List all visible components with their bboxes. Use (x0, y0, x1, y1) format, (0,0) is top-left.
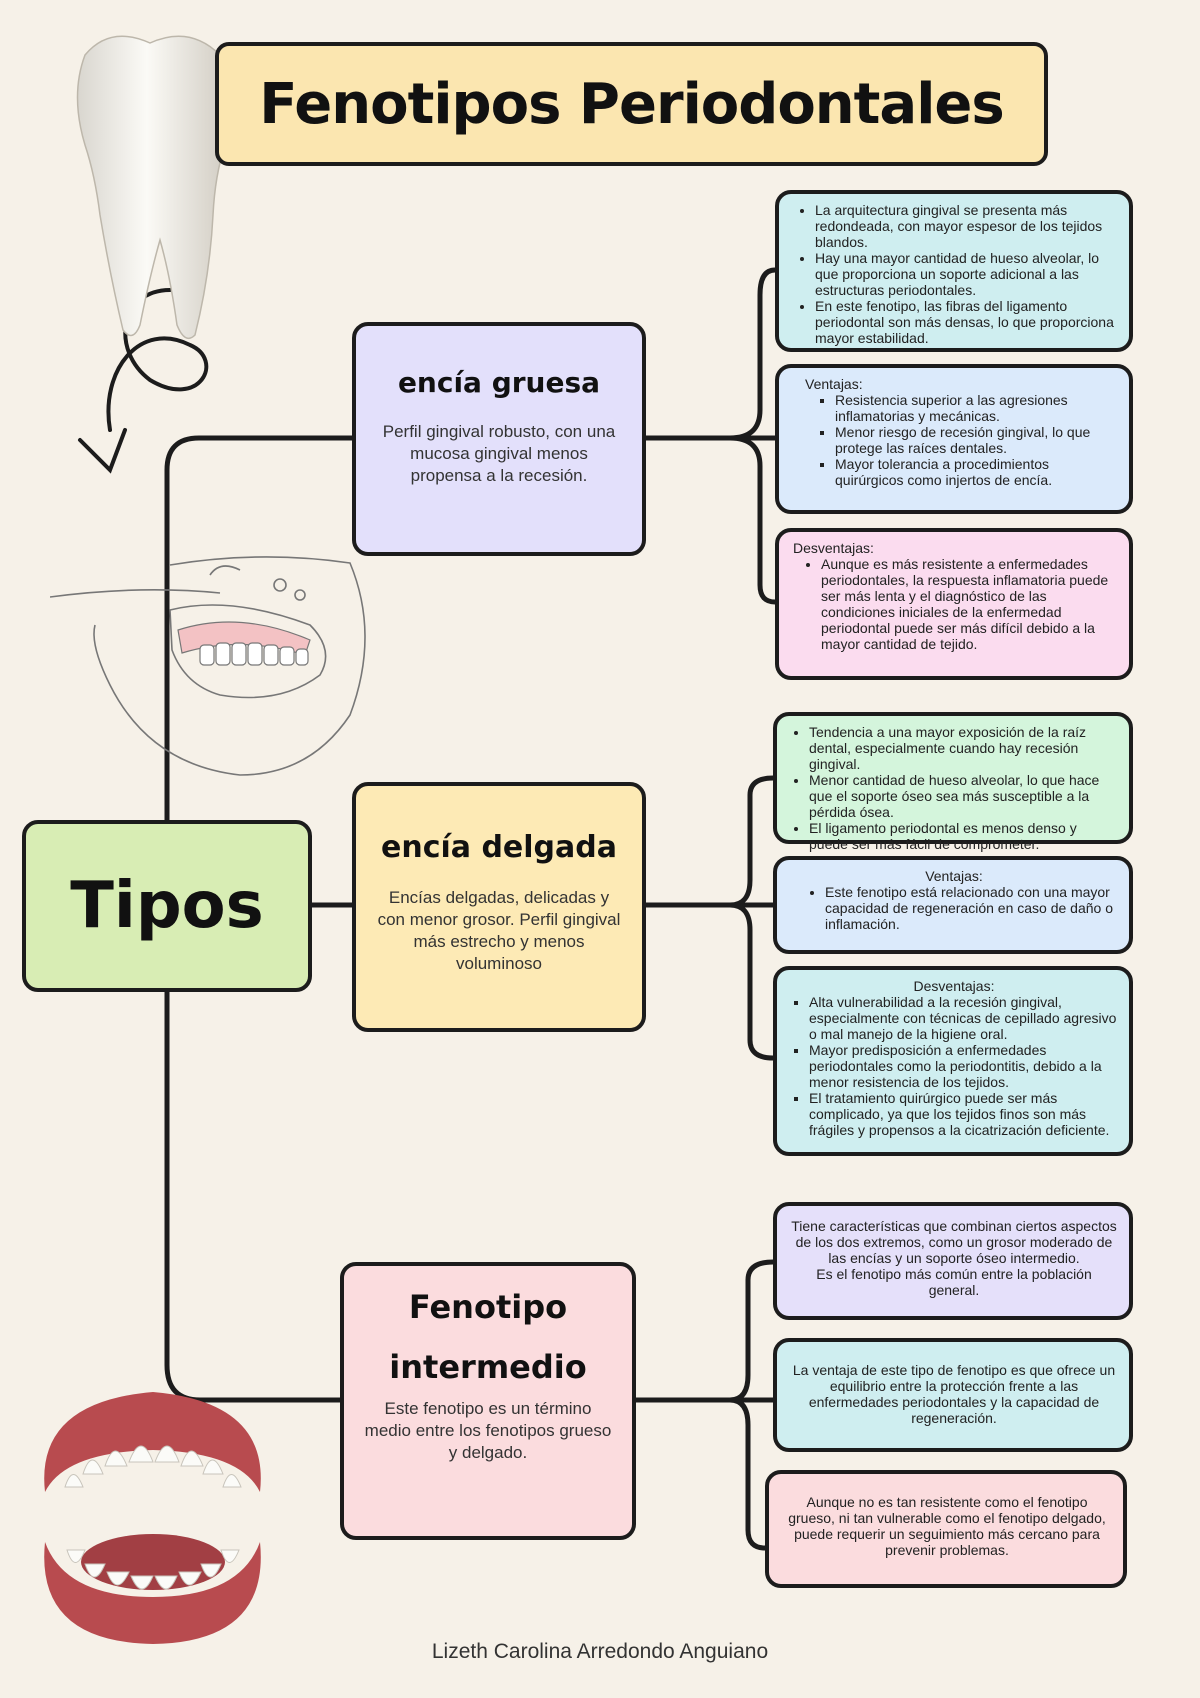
thin-disadvantages-box: Desventajas: Alta vulnerabilidad a la re… (773, 966, 1133, 1156)
author-credit: Lizeth Carolina Arredondo Anguiano (431, 1640, 769, 1663)
advantages-label: Ventajas: (805, 376, 863, 392)
intermediate-description: Este fenotipo es un término medio entre … (364, 1399, 612, 1462)
list-item: Mayor tolerancia a procedimientos quirúr… (835, 456, 1117, 488)
thick-gingiva-description: Perfil gingival robusto, con una mucosa … (382, 422, 616, 485)
list-item: Aunque es más resistente a enfermedades … (821, 556, 1117, 652)
thick-gingiva-title: encía gruesa (397, 366, 601, 399)
advantages-label: Ventajas: (925, 868, 983, 884)
list-item: Menor cantidad de hueso alveolar, lo que… (809, 772, 1117, 820)
intermediate-disadvantage-box: Aunque no es tan resistente como el feno… (765, 1470, 1127, 1588)
thin-gingiva-title: encía delgada (380, 830, 617, 865)
disadvantages-label: Desventajas: (913, 978, 995, 994)
intermediate-node: Fenotipo intermedio Este fenotipo es un … (340, 1262, 636, 1540)
thick-gingiva-node: encía gruesa Perfil gingival robusto, co… (352, 322, 646, 556)
list-item: El ligamento periodontal es menos denso … (809, 820, 1117, 852)
intermediate-characteristics-box: Tiene características que combinan ciert… (773, 1202, 1133, 1320)
page-title: Fenotipos Periodontales (259, 71, 1004, 137)
types-label: Tipos (70, 869, 264, 943)
list-item: Menor riesgo de recesión gingival, lo qu… (835, 424, 1117, 456)
list-item: Hay una mayor cantidad de hueso alveolar… (815, 250, 1117, 298)
denture-icon (44, 1392, 261, 1644)
list-item: El tratamiento quirúrgico puede ser más … (809, 1090, 1117, 1138)
list-item: La arquitectura gingival se presenta más… (815, 202, 1117, 250)
mouth-sketch-icon (50, 556, 366, 776)
list-item: Tendencia a una mayor exposición de la r… (809, 724, 1117, 772)
thin-gingiva-description: Encías delgadas, delicadas y con menor g… (377, 888, 621, 973)
intermediate-advantage-box: La ventaja de este tipo de fenotipo es q… (773, 1338, 1133, 1452)
intermediate-title-line1: Fenotipo (408, 1288, 568, 1326)
types-root-node: Tipos (22, 820, 312, 992)
thin-gingiva-node: encía delgada Encías delgadas, delicadas… (352, 782, 646, 1032)
thin-characteristics-box: Tendencia a una mayor exposición de la r… (773, 712, 1133, 852)
intermediate-characteristics-text: Tiene características que combinan ciert… (791, 1218, 1117, 1266)
intermediate-disadvantage-text: Aunque no es tan resistente como el feno… (788, 1494, 1106, 1558)
list-item: Mayor predisposición a enfermedades peri… (809, 1042, 1117, 1090)
list-item: En este fenotipo, las fibras del ligamen… (815, 298, 1117, 346)
list-item: Este fenotipo está relacionado con una m… (825, 884, 1117, 932)
intermediate-common-text: Es el fenotipo más común entre la poblac… (816, 1266, 1092, 1298)
list-item: Alta vulnerabilidad a la recesión gingiv… (809, 994, 1117, 1042)
thin-advantages-box: Ventajas: Este fenotipo está relacionado… (773, 856, 1133, 954)
thick-disadvantages-box: Desventajas: Aunque es más resistente a … (775, 528, 1133, 680)
intermediate-title-line2: intermedio (389, 1348, 587, 1386)
thick-characteristics-box: La arquitectura gingival se presenta más… (775, 190, 1133, 352)
list-item: Resistencia superior a las agresiones in… (835, 392, 1117, 424)
disadvantages-label: Desventajas: (793, 540, 874, 556)
intermediate-advantage-text: La ventaja de este tipo de fenotipo es q… (792, 1362, 1116, 1426)
thick-advantages-box: Ventajas: Resistencia superior a las agr… (775, 364, 1133, 514)
title-banner: Fenotipos Periodontales (215, 42, 1048, 166)
